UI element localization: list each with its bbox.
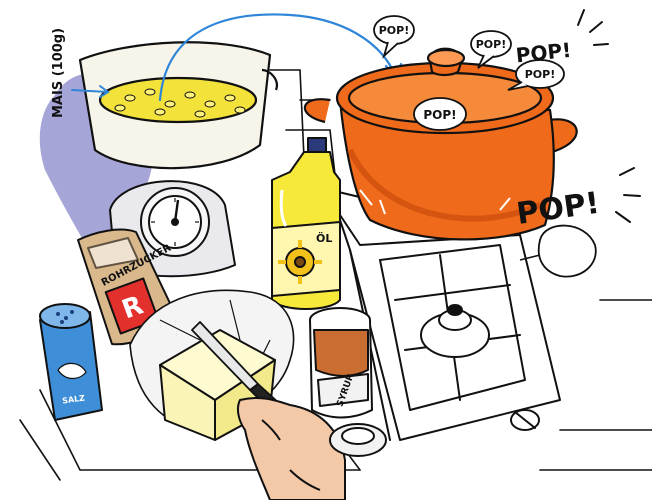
pop-bubble-5: POP! bbox=[413, 97, 467, 131]
syrup-jar bbox=[309, 307, 373, 419]
transfer-arrow bbox=[158, 13, 397, 102]
gas-stove bbox=[329, 189, 561, 441]
butter-block bbox=[159, 329, 276, 441]
popcorn-piece bbox=[519, 224, 597, 278]
salt-can bbox=[39, 303, 103, 421]
pop-bubble-4: POP! bbox=[507, 59, 565, 91]
hand bbox=[236, 396, 346, 500]
pop-bubble-1: POP! bbox=[373, 15, 415, 59]
pop-bubble-3: POP! bbox=[515, 9, 609, 67]
jar-lid bbox=[329, 423, 387, 457]
corn-amount-label: MAIS (100g) bbox=[51, 28, 66, 118]
svg-text:POP!: POP! bbox=[379, 24, 410, 37]
svg-text:POP!: POP! bbox=[423, 108, 456, 122]
salt-label: SALZ bbox=[62, 393, 86, 405]
svg-text:POP!: POP! bbox=[525, 68, 556, 81]
label-arrow bbox=[71, 85, 110, 98]
oil-label: ÖL bbox=[316, 231, 332, 245]
pop-bubble-2: POP! bbox=[470, 30, 512, 69]
sugar-bag bbox=[77, 228, 179, 346]
oil-bottle bbox=[271, 137, 341, 310]
svg-text:POP!: POP! bbox=[476, 38, 507, 51]
corn-bowl bbox=[78, 41, 278, 170]
